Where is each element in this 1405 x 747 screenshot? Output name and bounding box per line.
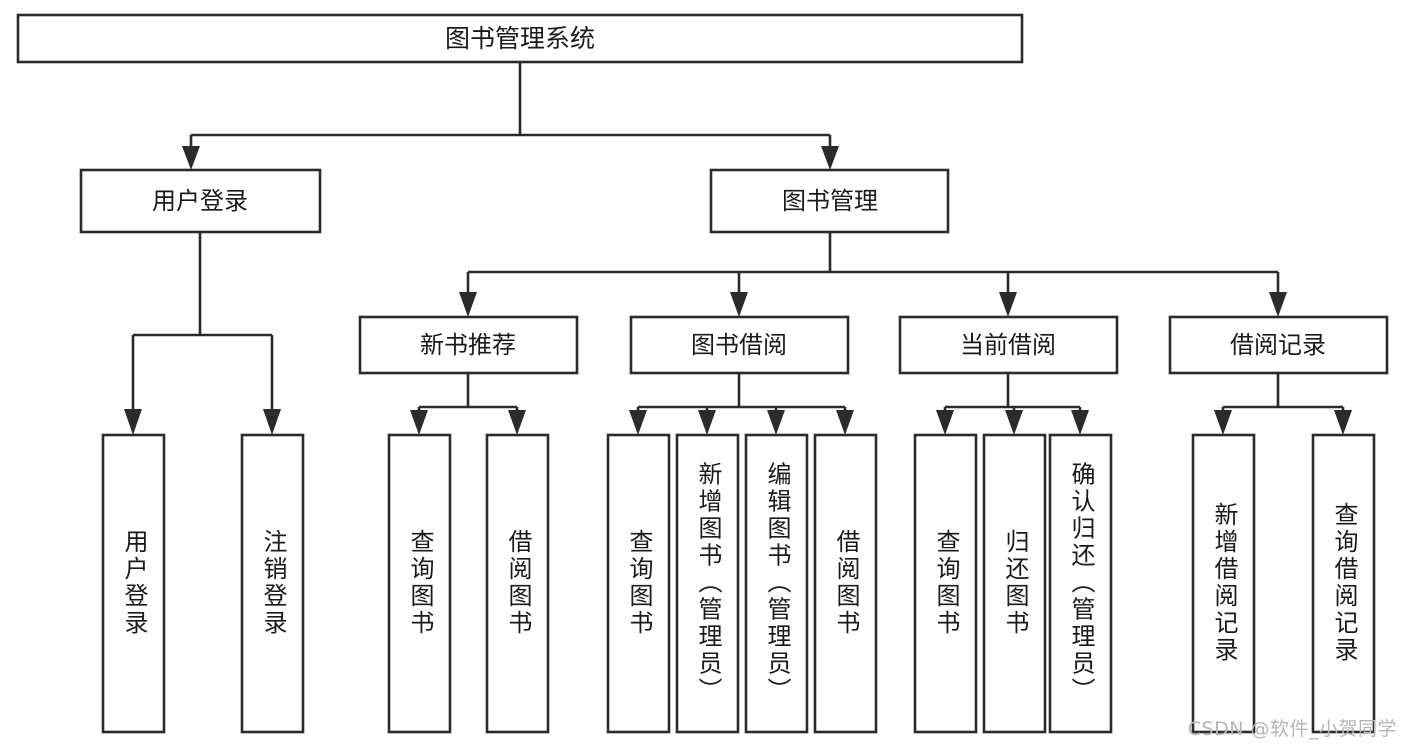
leaf-borrow-query-book-label: 查询图书: [625, 529, 653, 637]
leaf-current-return-book-label: 归还图书: [1001, 529, 1029, 637]
node-book-management-label: 图书管理: [782, 187, 878, 215]
node-book-borrow-box[interactable]: [629, 315, 850, 375]
node-book-management[interactable]: 图书管理: [709, 168, 950, 234]
leaf-newbook-query-book-box[interactable]: [387, 433, 452, 734]
arrowhead-root-to-login: [182, 146, 200, 170]
leaf-current-query-book-box[interactable]: [913, 433, 978, 734]
leaf-current-confirm-return[interactable]: 确认归还（管理员）: [1048, 433, 1113, 734]
leaf-current-query-book-label: 查询图书: [932, 529, 960, 637]
leaf-logout-box[interactable]: [240, 433, 305, 734]
arrowhead-borrow-l1: [629, 410, 647, 435]
leaf-newbook-borrow-book-box[interactable]: [485, 433, 550, 734]
leaf-records-add-record-box[interactable]: [1191, 433, 1256, 734]
leaf-records-query-record-box[interactable]: [1311, 433, 1376, 734]
arrowhead-bookmgmt-c1: [459, 292, 477, 317]
connector-layer: [124, 62, 1352, 435]
leaf-logout[interactable]: 注销登录: [240, 433, 305, 734]
arrowhead-bookmgmt-c4: [1269, 292, 1287, 317]
leaf-records-query-record-label: 查询借阅记录: [1330, 502, 1358, 664]
leaf-current-confirm-return-box[interactable]: [1048, 433, 1113, 734]
arrowhead-borrow-l3: [767, 410, 785, 435]
leaf-current-return-book-box[interactable]: [982, 433, 1047, 734]
leaf-user-login[interactable]: 用户登录: [101, 433, 166, 734]
arrowhead-current-l2: [1005, 410, 1023, 435]
leaf-newbook-borrow-book-label: 借阅图书: [504, 529, 532, 637]
node-book-management-box[interactable]: [709, 168, 950, 234]
node-user-login[interactable]: 用户登录: [79, 168, 322, 234]
node-borrow-records-box[interactable]: [1168, 315, 1389, 375]
node-current-borrow-label: 当前借阅: [960, 331, 1056, 359]
node-root-label: 图书管理系统: [445, 24, 595, 53]
leaf-borrow-query-book-box[interactable]: [606, 433, 671, 734]
leaf-records-query-record[interactable]: 查询借阅记录: [1311, 433, 1376, 734]
node-borrow-records-label: 借阅记录: [1230, 331, 1326, 359]
arrowhead-records-l2: [1334, 410, 1352, 435]
leaf-borrow-borrow-book-label: 借阅图书: [832, 529, 860, 637]
arrowhead-borrow-l4: [836, 410, 854, 435]
node-current-borrow[interactable]: 当前借阅: [898, 315, 1119, 375]
node-book-borrow-label: 图书借阅: [691, 331, 787, 359]
node-current-borrow-box[interactable]: [898, 315, 1119, 375]
leaf-user-login-label: 用户登录: [120, 529, 148, 637]
leaf-borrow-query-book[interactable]: 查询图书: [606, 433, 671, 734]
arrowhead-newbook-l1: [410, 410, 428, 435]
watermark-text: CSDN @软件_小贺同学: [1187, 718, 1397, 740]
leaf-current-confirm-return-label: 确认归还（管理员）: [1067, 462, 1095, 705]
leaf-records-add-record[interactable]: 新增借阅记录: [1191, 433, 1256, 734]
arrowhead-root-to-bookmgmt: [821, 146, 839, 170]
leaf-user-login-box[interactable]: [101, 433, 166, 734]
node-borrow-records[interactable]: 借阅记录: [1168, 315, 1389, 375]
leaf-newbook-query-book[interactable]: 查询图书: [387, 433, 452, 734]
leaf-borrow-edit-book[interactable]: 编辑图书（管理员）: [744, 433, 809, 734]
leaf-records-add-record-label: 新增借阅记录: [1210, 502, 1238, 664]
arrowhead-newbook-l2: [508, 410, 526, 435]
leaf-borrow-borrow-book-box[interactable]: [813, 433, 878, 734]
leaf-borrow-add-book[interactable]: 新增图书（管理员）: [675, 433, 740, 734]
leaf-current-query-book[interactable]: 查询图书: [913, 433, 978, 734]
arrowhead-borrow-l2: [698, 410, 716, 435]
leaf-borrow-add-book-box[interactable]: [675, 433, 740, 734]
node-new-book-recommend[interactable]: 新书推荐: [358, 315, 579, 375]
leaf-borrow-add-book-label: 新增图书（管理员）: [694, 462, 722, 705]
arrowhead-login-leaf1: [124, 409, 142, 435]
leaf-newbook-query-book-label: 查询图书: [406, 529, 434, 637]
node-new-book-recommend-box[interactable]: [358, 315, 579, 375]
arrowhead-current-l1: [936, 410, 954, 435]
leaf-newbook-borrow-book[interactable]: 借阅图书: [485, 433, 550, 734]
arrowhead-bookmgmt-c3: [999, 292, 1017, 317]
leaf-borrow-edit-book-label: 编辑图书（管理员）: [763, 462, 791, 705]
arrowhead-records-l1: [1214, 410, 1232, 435]
node-root[interactable]: 图书管理系统: [16, 13, 1024, 64]
node-user-login-box[interactable]: [79, 168, 322, 234]
node-root-box[interactable]: [16, 13, 1024, 64]
node-new-book-recommend-label: 新书推荐: [420, 331, 516, 359]
leaf-borrow-borrow-book[interactable]: 借阅图书: [813, 433, 878, 734]
arrowhead-current-l3: [1071, 410, 1089, 435]
leaf-current-return-book[interactable]: 归还图书: [982, 433, 1047, 734]
leaf-logout-label: 注销登录: [259, 529, 287, 637]
arrowhead-login-leaf2: [263, 409, 281, 435]
arrowhead-bookmgmt-c2: [730, 292, 748, 317]
leaf-borrow-edit-book-box[interactable]: [744, 433, 809, 734]
node-book-borrow[interactable]: 图书借阅: [629, 315, 850, 375]
node-user-login-label: 用户登录: [152, 187, 248, 215]
